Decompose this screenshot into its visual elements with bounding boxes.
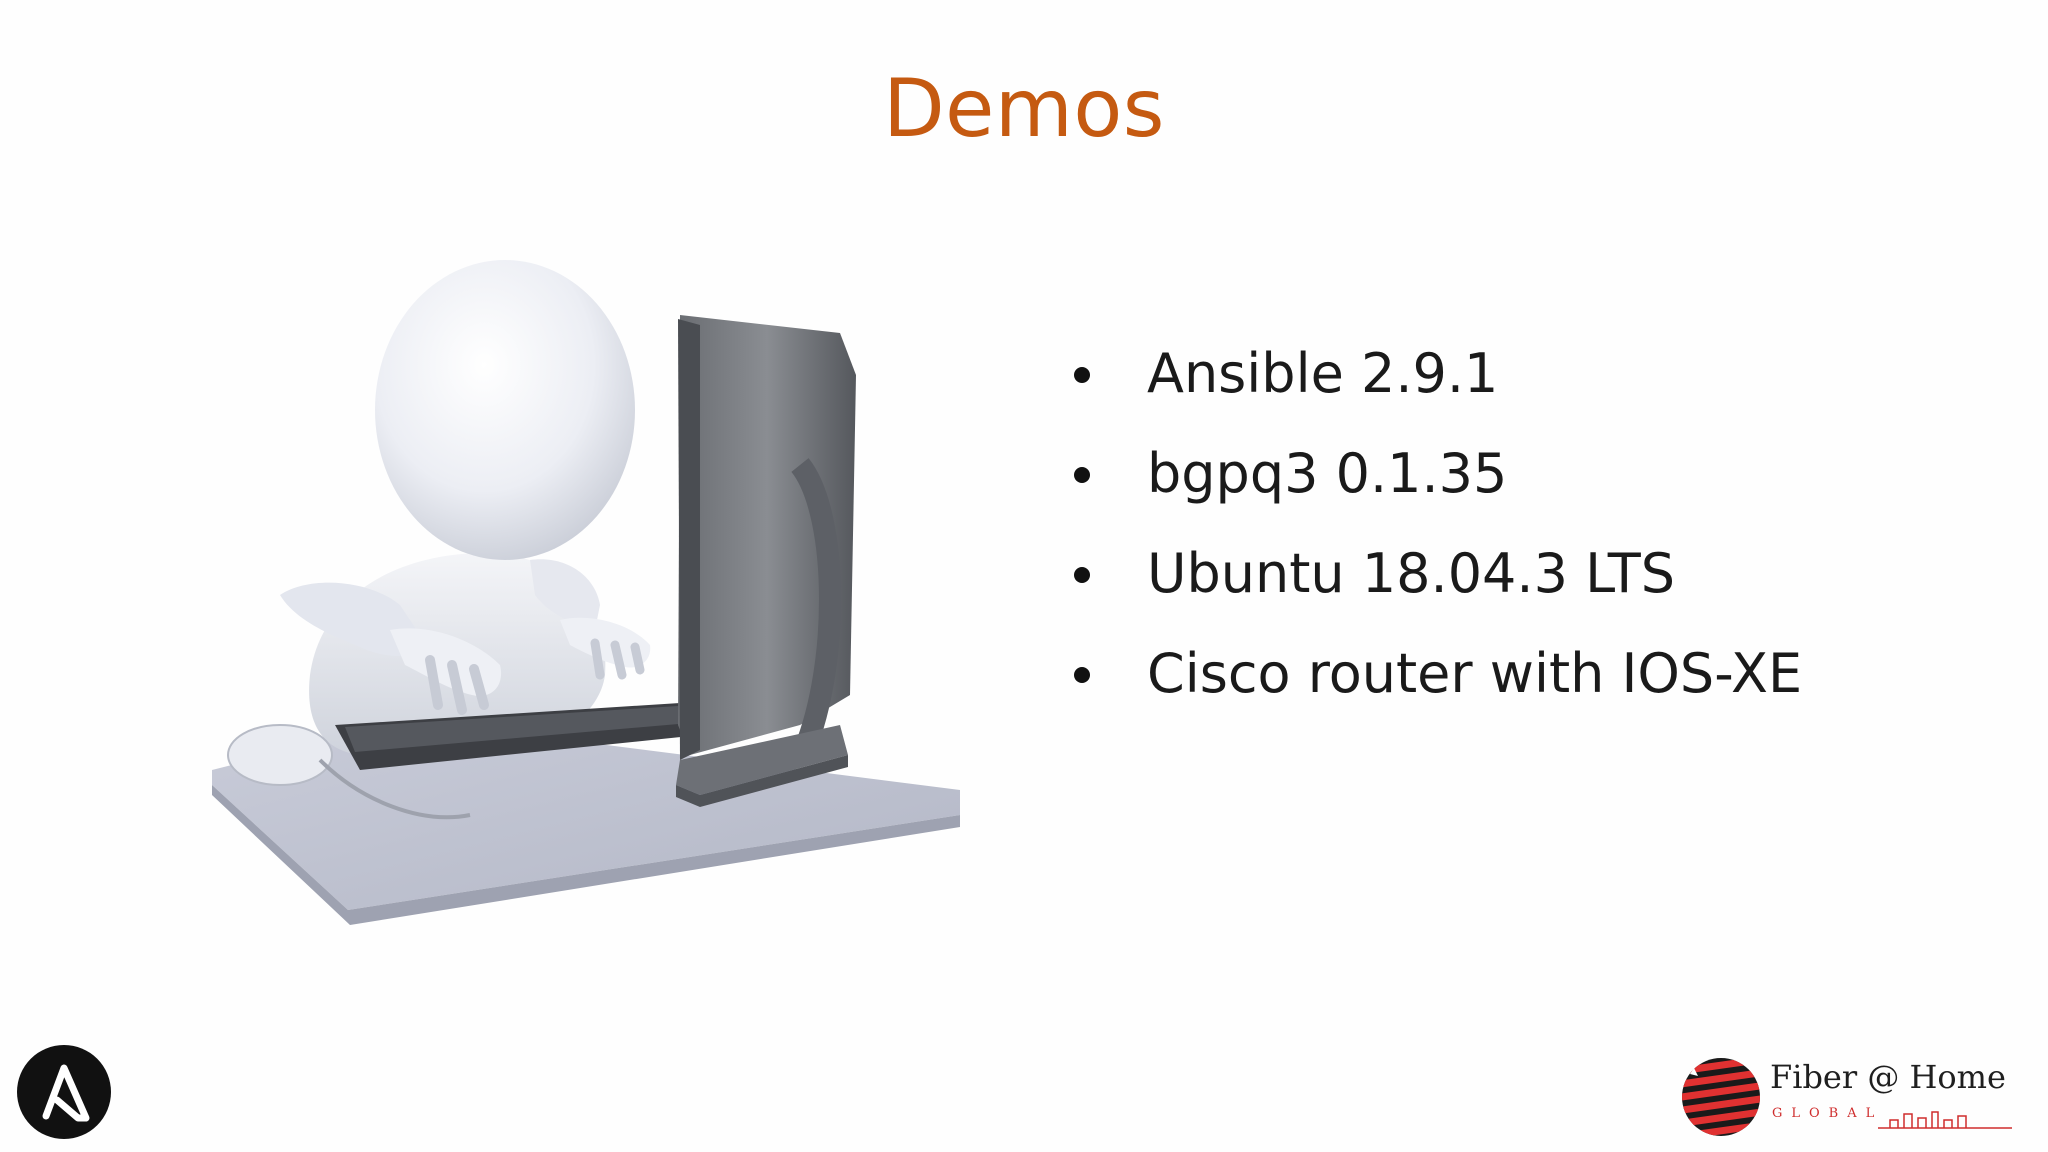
globe-icon [1682,1058,1760,1136]
brand-subtitle: GLOBAL [1772,1106,1884,1121]
bullet-text: Ubuntu 18.04.3 LTS [1147,542,1676,605]
bullet-text: Ansible 2.9.1 [1147,342,1499,405]
brand-name: Fiber @ Home [1770,1058,2006,1096]
bullet-icon [1074,567,1090,583]
bullet-text: Cisco router with IOS-XE [1147,642,1803,705]
slide-title: Demos [883,62,1165,155]
list-item: Ubuntu 18.04.3 LTS [1070,530,1802,630]
list-item: Cisco router with IOS-XE [1070,630,1802,730]
list-item: Ansible 2.9.1 [1070,330,1802,430]
bullet-icon [1074,667,1090,683]
list-item: bgpq3 0.1.35 [1070,430,1802,530]
bullet-icon [1074,367,1090,383]
fiber-at-home-logo: Fiber @ Home GLOBAL [1680,1052,2015,1138]
person-at-computer-illustration [212,260,960,925]
bullet-icon [1074,467,1090,483]
bullet-list: Ansible 2.9.1 bgpq3 0.1.35 Ubuntu 18.04.… [1070,330,1802,730]
skyline-icon [1878,1111,2012,1129]
bullet-text: bgpq3 0.1.35 [1147,442,1508,505]
ansible-logo-icon [17,1045,111,1139]
